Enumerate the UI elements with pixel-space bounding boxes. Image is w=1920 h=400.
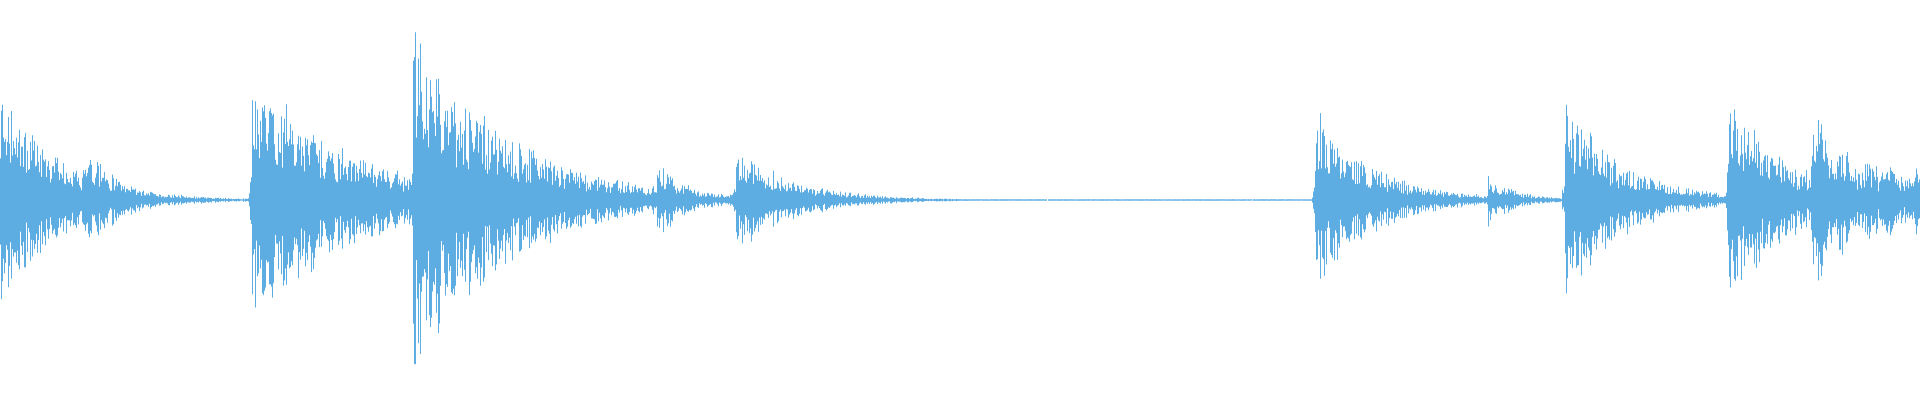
waveform-samples (0, 32, 1920, 365)
